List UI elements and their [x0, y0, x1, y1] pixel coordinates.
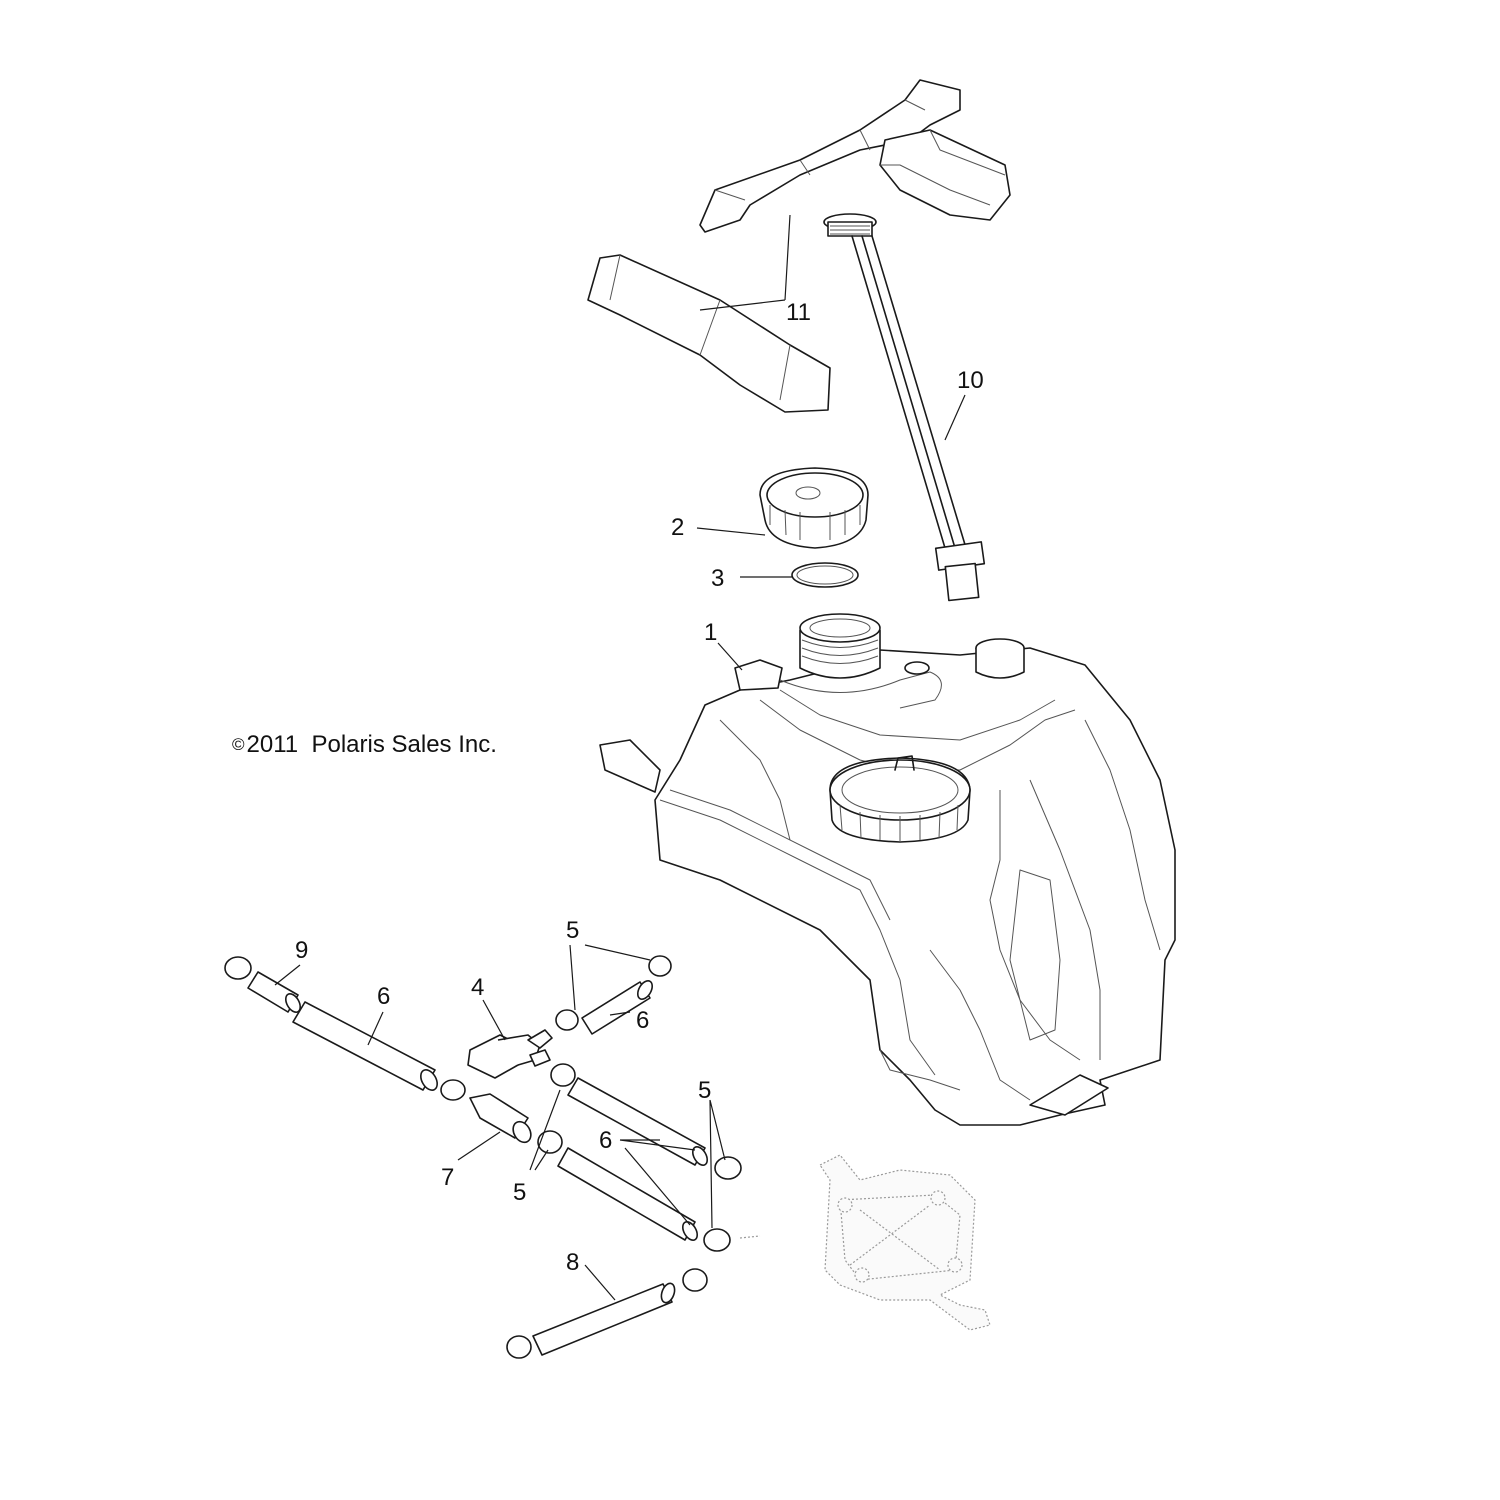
fuel-shutoff-valve [467, 1029, 553, 1079]
fuel-sender [823, 213, 986, 602]
copyright-company: Polaris Sales Inc. [311, 731, 497, 758]
callout-5-right: 5 [698, 1077, 711, 1104]
leader-lines [274, 214, 966, 1301]
callout-6-left: 6 [377, 983, 390, 1010]
callout-11: 11 [786, 299, 811, 326]
callout-7: 7 [441, 1164, 454, 1191]
fuel-cap [759, 467, 869, 549]
hose-lower-assembly [506, 1268, 708, 1359]
callout-1: 1 [704, 619, 717, 646]
tank-pad-lower [587, 254, 831, 413]
callout-6-middle: 6 [599, 1127, 612, 1154]
callout-2: 2 [671, 514, 684, 541]
callout-10: 10 [957, 367, 984, 394]
tank-pad-upper [699, 79, 1011, 233]
callout-8: 8 [566, 1249, 579, 1276]
callout-5-lower-left: 5 [513, 1179, 526, 1206]
copyright-notice: ©2011 Polaris Sales Inc. [232, 731, 497, 759]
callout-4: 4 [471, 974, 484, 1001]
copyright-symbol: © [232, 735, 245, 754]
copyright-year: 2011 [246, 731, 299, 758]
o-ring [791, 562, 859, 588]
hose-left-assembly [224, 956, 438, 1091]
callout-5-upper: 5 [566, 917, 579, 944]
inline-filter [440, 1079, 532, 1144]
callout-3: 3 [711, 565, 724, 592]
fuel-tank [599, 613, 1176, 1126]
hose-middle-assembly [537, 1063, 742, 1252]
fuel-pump-reference [739, 1154, 991, 1331]
callout-9: 9 [295, 937, 308, 964]
hose-upper-assembly [555, 955, 672, 1035]
callout-labels: 1 2 3 4 5 5 5 6 6 6 7 8 9 10 11 [295, 299, 984, 1276]
callout-6-upper: 6 [636, 1007, 649, 1034]
